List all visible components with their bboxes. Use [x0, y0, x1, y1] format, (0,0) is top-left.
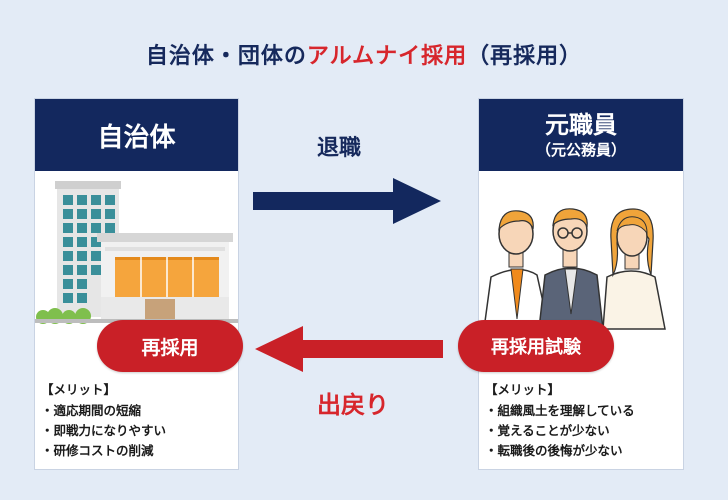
retire-label: 退職	[317, 136, 362, 161]
return-arrow	[255, 326, 443, 372]
retire-arrow	[253, 178, 441, 224]
rehire-badge: 再採用	[97, 320, 243, 372]
former-staff-subtitle: （元公務員）	[535, 141, 626, 160]
page-title: 自治体・団体のアルムナイ採用（再採用）	[0, 38, 728, 70]
merit-item: 即戦力になりやすい	[41, 421, 167, 441]
merit-item: 覚えることが少ない	[485, 421, 635, 441]
merits-header: 【メリット】	[41, 382, 117, 397]
former-staff-merits: 【メリット】 組織風土を理解している 覚えることが少ない 転職後の後悔が少ない	[485, 380, 635, 461]
return-label: 出戻り	[317, 391, 389, 419]
merit-item: 研修コストの削減	[41, 441, 166, 461]
former-staff-card-header: 元職員 （元公務員）	[479, 99, 683, 171]
municipality-title: 自治体	[97, 122, 176, 153]
building-illustration	[35, 181, 238, 324]
municipality-merits: 【メリット】 適応期間の短縮 即戦力になりやすい 研修コストの削減	[41, 380, 166, 461]
former-staff-title: 元職員	[545, 110, 617, 139]
rehire-exam-badge: 再採用試験	[458, 320, 614, 372]
title-prefix: 自治体・団体の	[145, 44, 307, 69]
merit-item: 組織風土を理解している	[485, 401, 635, 421]
title-suffix: （再採用）	[467, 44, 583, 69]
merit-item: 転職後の後悔が少ない	[485, 441, 635, 461]
title-highlight: アルムナイ採用	[306, 44, 468, 69]
municipality-card-header: 自治体	[35, 99, 238, 171]
merits-header: 【メリット】	[485, 382, 561, 397]
people-illustration	[483, 208, 666, 330]
merit-item: 適応期間の短縮	[41, 401, 166, 421]
